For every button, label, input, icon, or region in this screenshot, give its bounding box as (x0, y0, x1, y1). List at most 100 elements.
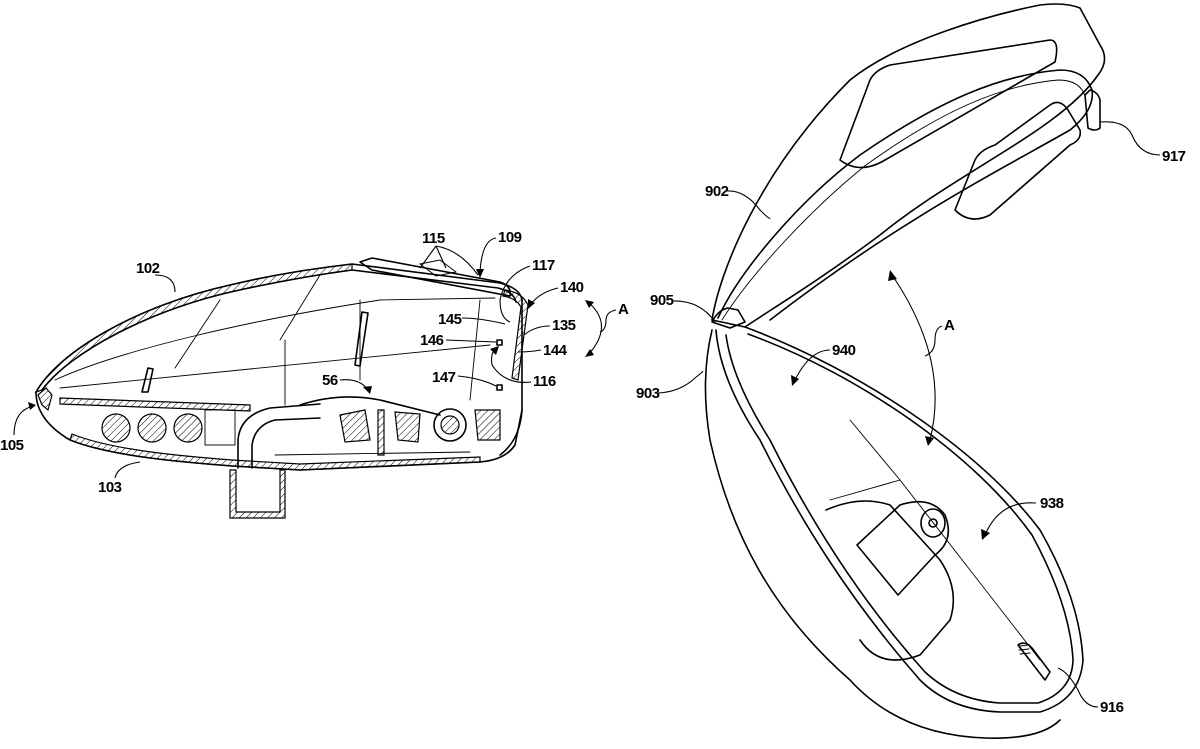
rear-block (474, 409, 501, 441)
inner-line-7 (469, 299, 481, 401)
label-A-left: A (618, 301, 629, 318)
label-145: 145 (438, 311, 462, 328)
arrow-109 (476, 269, 484, 278)
rotation-arc-A-left (587, 301, 602, 356)
open-case-view (704, 3, 1106, 739)
cavity-divider (829, 479, 901, 501)
leader-144 (517, 349, 542, 353)
latch-917 (1084, 89, 1101, 131)
leader-140 (529, 287, 559, 306)
label-938: 938 (1040, 495, 1064, 512)
elbow-pipe (237, 403, 321, 469)
motor-body (856, 500, 950, 596)
sensor-147 (496, 384, 503, 391)
label-115: 115 (422, 230, 445, 247)
cavity-line (849, 419, 1041, 661)
inner-line-1 (54, 297, 496, 381)
label-140: 140 (560, 279, 584, 296)
mechanism-block-1 (339, 409, 371, 443)
inner-line-2 (59, 344, 491, 389)
lid-rim-2 (721, 79, 1086, 321)
label-940: 940 (832, 342, 856, 359)
leader-102 (154, 274, 176, 293)
arrow-A-right-top (888, 270, 897, 281)
label-916: 916 (1100, 699, 1124, 716)
roller (433, 408, 467, 442)
leader-902 (726, 190, 771, 219)
leader-917 (1099, 121, 1161, 156)
battery-1 (101, 413, 131, 443)
leader-145 (461, 317, 506, 325)
label-109: 109 (498, 229, 522, 246)
mechanism-cover (299, 396, 441, 416)
base-rim-outer (715, 326, 1084, 713)
leader-A-left (599, 309, 617, 333)
top-shell-wall (34, 263, 353, 394)
arrow-A-left-bottom (585, 349, 594, 357)
leader-903 (657, 371, 704, 394)
label-117: 117 (532, 257, 555, 274)
mechanism-shaft (377, 409, 385, 456)
leader-A-right (924, 325, 943, 357)
cap-109 (359, 257, 512, 297)
arrow-105 (28, 402, 36, 410)
nose-clip (37, 387, 53, 412)
label-103: 103 (98, 479, 122, 496)
battery-2 (137, 413, 167, 443)
leader-147 (457, 375, 497, 387)
rib-2 (141, 367, 154, 393)
label-905: 905 (650, 292, 674, 309)
arrow-116 (490, 346, 499, 355)
lid-window-2 (954, 101, 1082, 220)
label-A-right: A (944, 317, 955, 334)
label-56: 56 (322, 372, 338, 389)
lid-outer (711, 3, 1106, 328)
cap-detail (418, 259, 458, 277)
battery-3 (173, 413, 203, 443)
rib-1 (354, 311, 369, 367)
bottom-shell-wall (69, 433, 481, 471)
door-140 (502, 289, 529, 381)
cross-section-view (34, 257, 529, 519)
roller-hub (440, 415, 460, 435)
lid-window-1 (839, 39, 1058, 169)
fill-tube (229, 469, 286, 519)
arrow-140 (528, 299, 535, 309)
connector-916 (1017, 642, 1051, 681)
pcb-line (274, 451, 471, 456)
leader-115 (419, 245, 479, 276)
leader-905 (671, 300, 716, 323)
floor-plate (59, 397, 251, 412)
hinge-905 (711, 307, 746, 329)
leader-940 (794, 349, 831, 381)
arrow-938 (981, 529, 990, 540)
motor-fan (825, 500, 955, 661)
label-902: 902 (705, 183, 729, 200)
leader-146 (445, 339, 497, 343)
label-105: 105 (0, 437, 24, 454)
leader-116 (491, 347, 532, 383)
open-case-labels: 902 917 905 903 940 A 938 916 (636, 121, 1186, 716)
sensor-146 (496, 339, 503, 346)
leader-105 (13, 405, 35, 436)
leader-916 (1057, 667, 1099, 708)
leader-56 (339, 379, 369, 391)
label-144: 144 (543, 342, 568, 359)
battery-compartment-end (204, 409, 236, 446)
lid-inner-rim (717, 69, 1094, 321)
leader-938 (984, 502, 1037, 536)
inner-line-4 (279, 274, 321, 341)
arrow-56 (363, 386, 372, 394)
leader-103 (114, 461, 141, 479)
mechanism-block-2 (394, 411, 421, 443)
rotation-arc-A-right (891, 274, 936, 441)
leader-117 (499, 265, 531, 323)
label-147: 147 (432, 369, 456, 386)
leader-109 (479, 237, 497, 273)
motor-hub (928, 518, 938, 528)
motor-cap (920, 508, 946, 538)
base-outer (704, 329, 1061, 739)
connector-coil (1018, 644, 1031, 655)
label-135: 135 (552, 317, 576, 334)
label-146: 146 (420, 332, 444, 349)
